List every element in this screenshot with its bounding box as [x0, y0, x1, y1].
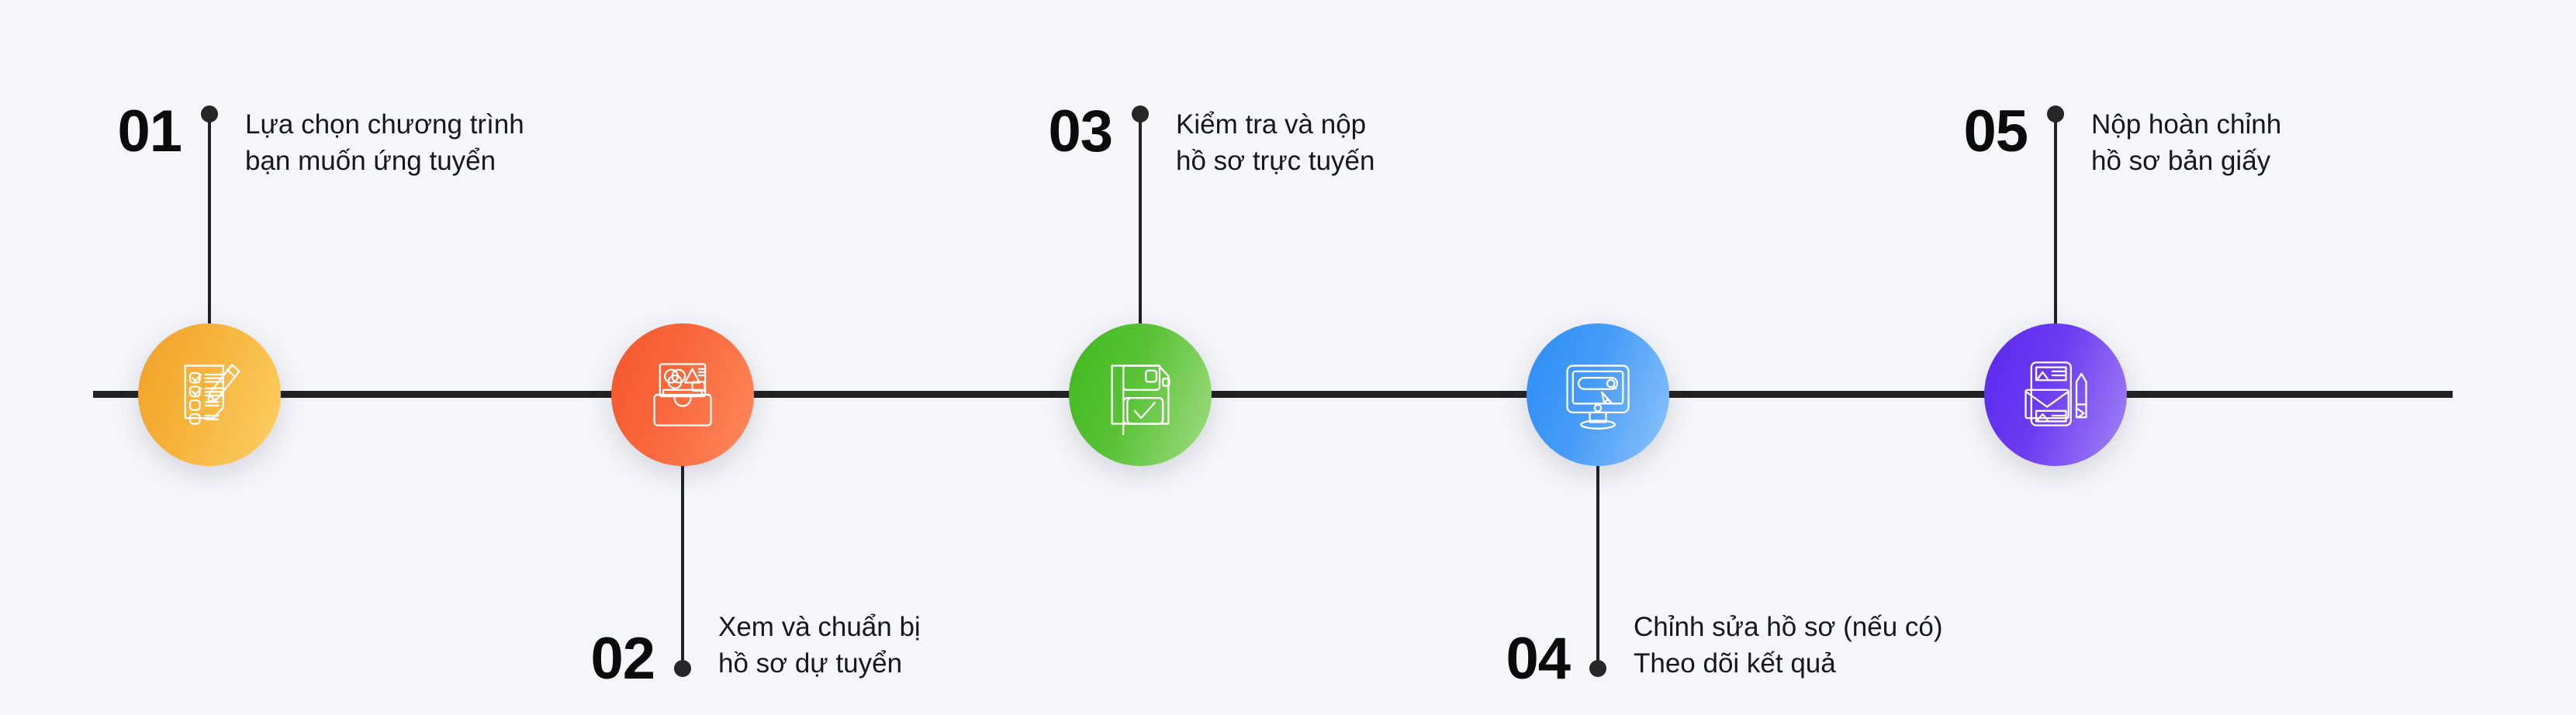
leader-line-02	[681, 392, 684, 672]
document-envelope-pencil-icon	[2015, 354, 2096, 435]
step-circle-03[interactable]	[1069, 323, 1212, 466]
leader-line-01	[208, 116, 211, 395]
step-caption-04-line1: Chỉnh sửa hồ sơ (nếu có)	[1634, 612, 1943, 642]
step-caption-04: Chỉnh sửa hồ sơ (nếu có) Theo dõi kết qu…	[1634, 610, 1943, 682]
step-number-01: 01	[117, 98, 182, 164]
step-number-05: 05	[1963, 98, 2028, 164]
step-number-03: 03	[1048, 98, 1113, 164]
leader-dot-03	[1132, 105, 1149, 123]
step-caption-05-line2: hồ sơ bản giấy	[2091, 145, 2271, 176]
step-circle-02[interactable]	[611, 323, 754, 466]
leader-line-03	[1139, 116, 1142, 395]
leader-dot-04	[1589, 660, 1606, 677]
step-caption-01-line1: Lựa chọn chương trình	[245, 109, 524, 140]
leader-dot-02	[674, 660, 691, 677]
step-circle-04[interactable]	[1527, 323, 1669, 466]
step-caption-04-line2: Theo dõi kết quả	[1634, 648, 1836, 679]
step-number-02: 02	[590, 626, 655, 692]
step-caption-03-line1: Kiểm tra và nộp	[1176, 109, 1367, 140]
checklist-pencil-icon	[169, 354, 250, 435]
leader-dot-01	[201, 105, 218, 123]
step-caption-02: Xem và chuẩn bị hồ sơ dự tuyển	[718, 610, 921, 682]
step-caption-01-line2: bạn muốn ứng tuyển	[245, 145, 496, 176]
timeline-rail	[93, 391, 2453, 398]
portfolio-case-icon	[642, 354, 723, 435]
step-caption-02-line1: Xem và chuẩn bị	[718, 612, 921, 642]
monitor-search-cursor-icon	[1558, 354, 1638, 435]
step-caption-03-line2: hồ sơ trực tuyến	[1176, 145, 1375, 176]
step-caption-01: Lựa chọn chương trình bạn muốn ứng tuyển	[245, 107, 524, 179]
step-caption-03: Kiểm tra và nộp hồ sơ trực tuyến	[1176, 107, 1374, 179]
step-caption-05: Nộp hoàn chỉnh hồ sơ bản giấy	[2091, 107, 2281, 179]
step-caption-05-line1: Nộp hoàn chỉnh	[2091, 109, 2282, 140]
step-number-04: 04	[1506, 626, 1571, 692]
floppy-disk-check-icon	[1100, 354, 1181, 435]
leader-line-04	[1596, 392, 1599, 672]
step-circle-01[interactable]	[138, 323, 281, 466]
leader-dot-05	[2047, 105, 2064, 123]
leader-line-05	[2054, 116, 2057, 395]
step-circle-05[interactable]	[1984, 323, 2127, 466]
step-caption-02-line2: hồ sơ dự tuyển	[718, 648, 903, 679]
